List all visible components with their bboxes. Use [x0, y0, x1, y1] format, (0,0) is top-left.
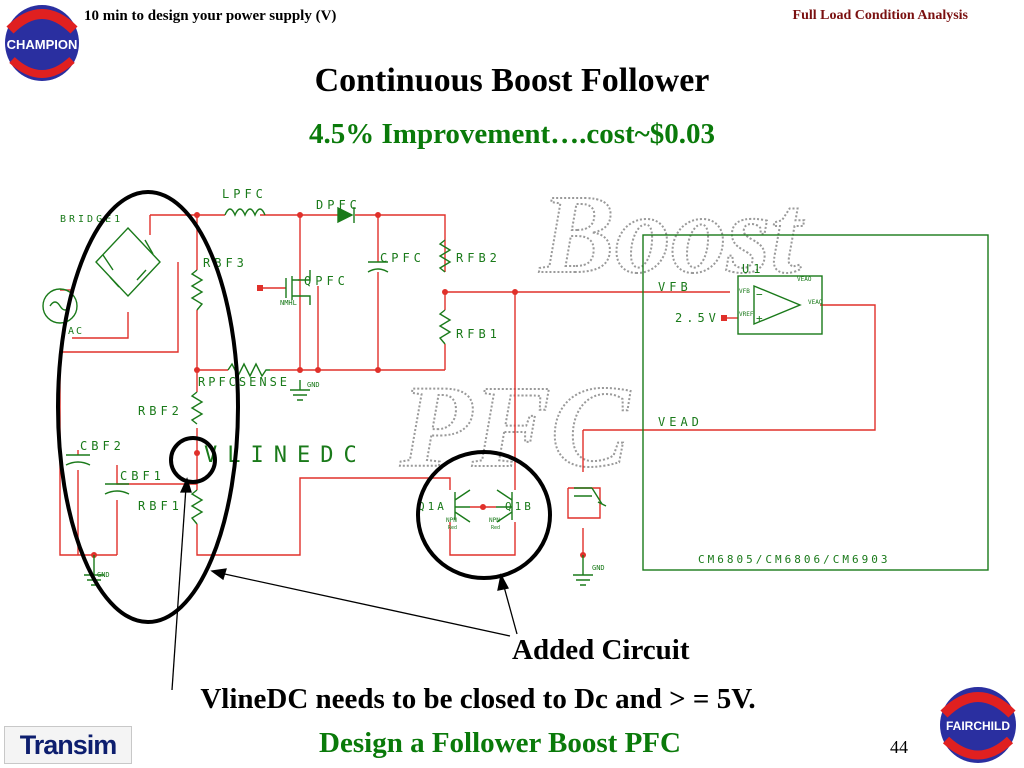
- header-left-text: 10 min to design your power supply (V): [84, 8, 337, 24]
- label-cbf2: CBF2: [80, 439, 125, 453]
- label-vead-pin-out: VEAO: [808, 299, 823, 306]
- label-bridge: BRIDGE1: [60, 214, 123, 225]
- fairchild-logo-text: FAIRCHILD: [946, 719, 1010, 733]
- highlights: [56, 190, 552, 624]
- label-q1a: Q1A: [418, 500, 447, 513]
- label-npn-b: NPN: [489, 517, 500, 524]
- label-rbf1: RBF1: [138, 499, 183, 513]
- champion-logo: CHAMPION: [5, 5, 79, 81]
- label-gnd2: GND: [97, 571, 110, 579]
- label-red-b: Red: [491, 525, 500, 531]
- champion-logo-text: CHAMPION: [7, 37, 78, 52]
- label-u1: U1: [742, 262, 764, 276]
- arrows: [171, 477, 518, 691]
- label-q1b: Q1B: [505, 500, 534, 513]
- label-chip: CM6805/CM6806/CM6903: [698, 553, 890, 566]
- label-ac: AC: [68, 326, 84, 337]
- label-rpfcsense: RPFCSENSE: [198, 375, 290, 389]
- label-opamp-minus: −: [756, 288, 763, 301]
- footer-title: Design a Follower Boost PFC: [319, 727, 681, 759]
- label-rfb1: RFB1: [456, 327, 501, 341]
- label-lpfc: LPFC: [222, 187, 267, 201]
- label-vref-pin: VREF: [739, 311, 754, 318]
- label-vlinedc: VLINEDC: [204, 443, 367, 468]
- label-nmhl: NMHL: [280, 299, 297, 307]
- components: [42, 206, 989, 586]
- label-gnd1: GND: [307, 381, 320, 389]
- highlight-added-circuit-circle: [416, 450, 552, 580]
- added-circuit-label: Added Circuit: [512, 634, 690, 666]
- label-red-a: Red: [448, 525, 457, 531]
- label-rbf2: RBF2: [138, 404, 183, 418]
- fairchild-logo: FAIRCHILD: [940, 687, 1016, 763]
- label-rbf3: RBF3: [203, 256, 248, 270]
- label-vref: 2.5V: [675, 311, 720, 325]
- label-dpfc: DPFC: [316, 198, 361, 212]
- transim-logo: Transim: [4, 726, 132, 764]
- label-cpfc: CPFC: [380, 251, 425, 265]
- label-vfb-pin: VFB: [739, 288, 750, 295]
- junctions: [91, 212, 727, 558]
- label-vead: VEAD: [658, 415, 703, 429]
- highlight-left-ellipse: [56, 190, 240, 624]
- label-vead-pin-top: VEAO: [797, 276, 812, 283]
- slide-title: Continuous Boost Follower: [314, 62, 710, 99]
- vlinedc-note: VlineDC needs to be closed to Dc and > =…: [200, 683, 756, 715]
- label-gnd3: GND: [592, 564, 605, 572]
- label-npn-a: NPN: [446, 517, 457, 524]
- label-cbf1: CBF1: [120, 469, 165, 483]
- label-qpfc: QPFC: [304, 274, 349, 288]
- label-rfb2: RFB2: [456, 251, 501, 265]
- label-opamp-plus: +: [756, 312, 763, 325]
- slide-subtitle: 4.5% Improvement….cost~$0.03: [309, 118, 715, 150]
- highlight-vlinedc-circle: [169, 436, 217, 484]
- page-number: 44: [890, 737, 908, 757]
- label-vfb: VFB: [658, 280, 692, 294]
- header-right-text: Full Load Condition Analysis: [792, 8, 968, 23]
